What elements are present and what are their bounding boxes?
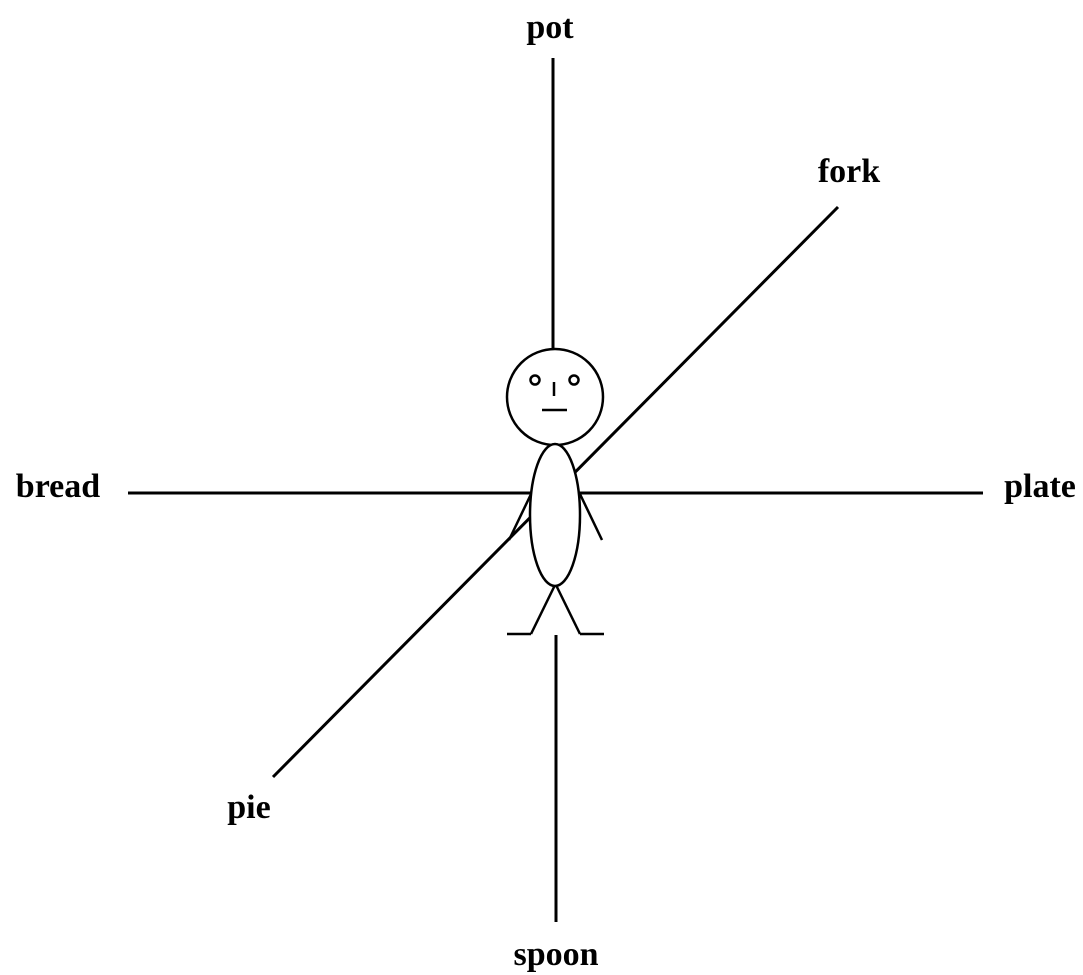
figure-left-arm bbox=[507, 491, 534, 541]
label-fork: fork bbox=[818, 153, 880, 190]
stick-figure bbox=[505, 347, 605, 636]
label-bread: bread bbox=[16, 468, 100, 505]
label-plate: plate bbox=[1004, 468, 1076, 505]
figure-body bbox=[528, 442, 582, 588]
label-spoon: spoon bbox=[513, 936, 598, 973]
figure-left-eye bbox=[529, 374, 541, 386]
figure-right-arm bbox=[577, 491, 604, 541]
label-pot: pot bbox=[526, 9, 574, 46]
figure-right-eye bbox=[568, 374, 580, 386]
label-pie: pie bbox=[227, 789, 270, 826]
figure-right-leg bbox=[554, 584, 582, 635]
figure-left-leg bbox=[529, 584, 557, 635]
figure-head bbox=[505, 347, 605, 447]
